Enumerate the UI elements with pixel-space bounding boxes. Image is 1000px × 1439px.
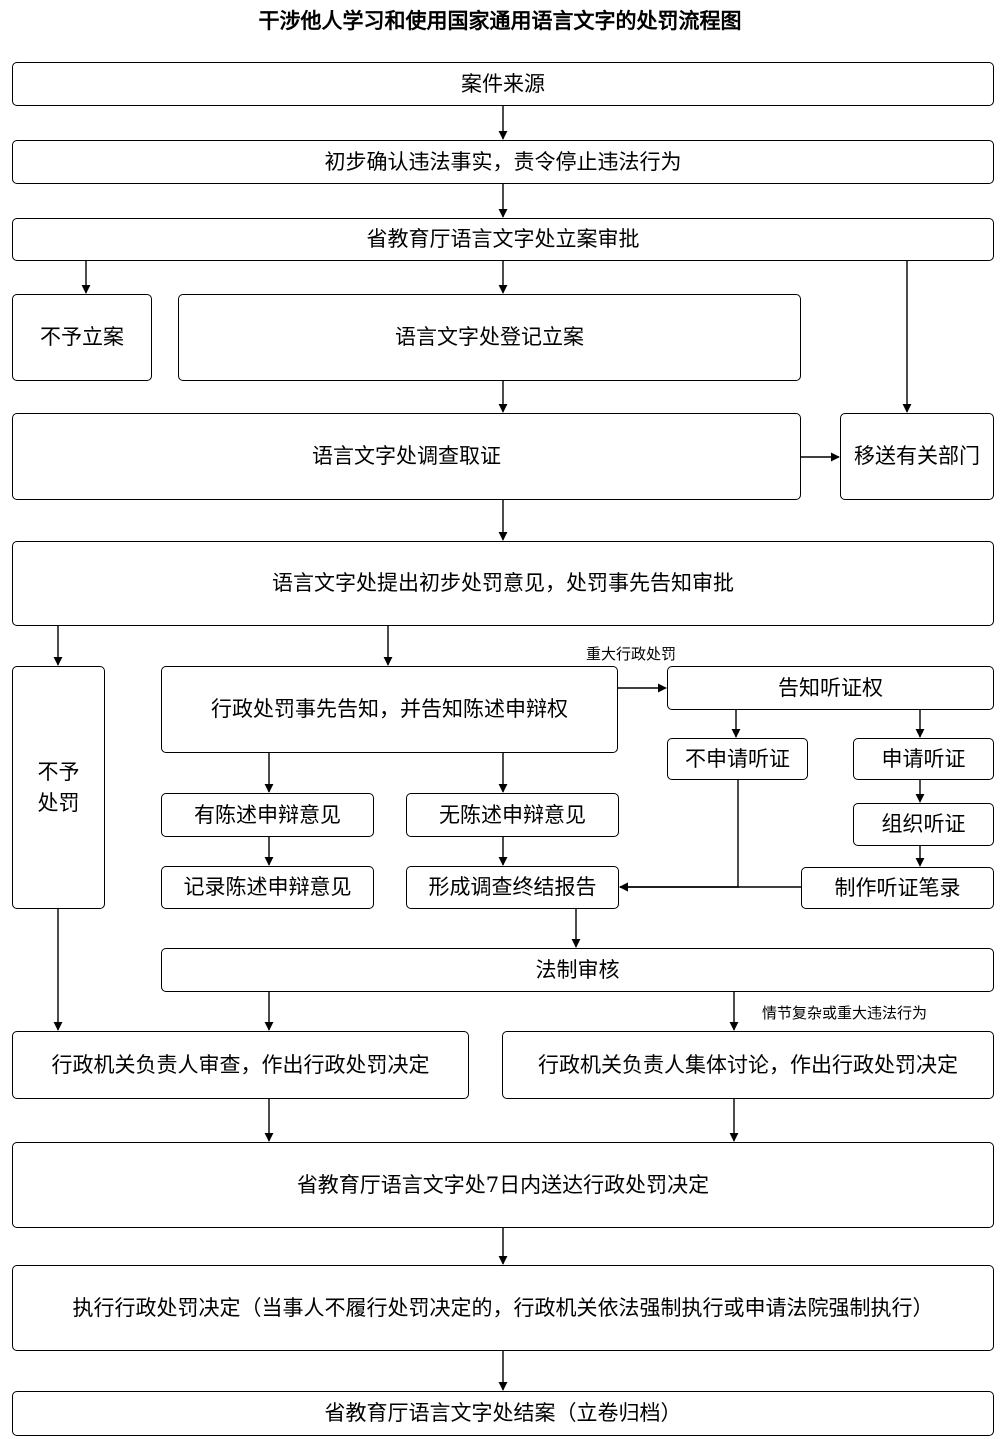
no-statement-box: 无陈述申辩意见 — [406, 793, 619, 837]
organize-hearing-box: 组织听证 — [853, 803, 994, 846]
investigate-box: 语言文字处调查取证 — [12, 413, 801, 500]
register-filing-box: 语言文字处登记立案 — [178, 294, 801, 381]
close-case-box: 省教育厅语言文字处结案（立卷归档） — [12, 1391, 994, 1436]
has-statement-box: 有陈述申辩意见 — [161, 793, 374, 837]
final-report-box: 形成调查终结报告 — [406, 866, 619, 909]
no-hearing-box: 不申请听证 — [667, 738, 808, 780]
hearing-record-box: 制作听证笔录 — [801, 867, 994, 909]
preliminary-opinion-box: 语言文字处提出初步处罚意见，处罚事先告知审批 — [12, 541, 994, 626]
deliver-decision-box: 省教育厅语言文字处7日内送达行政处罚决定 — [12, 1142, 994, 1228]
legal-review-box: 法制审核 — [161, 948, 994, 992]
collective-decision-box: 行政机关负责人集体讨论，作出行政处罚决定 — [502, 1031, 994, 1099]
execute-decision-box: 执行行政处罚决定（当事人不履行处罚决定的，行政机关依法强制执行或申请法院强制执行… — [12, 1265, 994, 1351]
major-penalty-note: 重大行政处罚 — [586, 645, 677, 663]
apply-hearing-box: 申请听证 — [853, 738, 994, 780]
hearing-right-box: 告知听证权 — [667, 666, 994, 710]
transfer-box: 移送有关部门 — [840, 413, 994, 500]
case-source-box: 案件来源 — [12, 62, 994, 106]
filing-approval-box: 省教育厅语言文字处立案审批 — [12, 218, 994, 261]
prior-notice-box: 行政处罚事先告知，并告知陈述申辩权 — [161, 666, 618, 753]
initial-confirm-box: 初步确认违法事实，责令停止违法行为 — [12, 140, 994, 184]
record-statement-box: 记录陈述申辩意见 — [161, 866, 374, 909]
no-filing-box: 不予立案 — [12, 294, 152, 381]
head-decision-box: 行政机关负责人审查，作出行政处罚决定 — [12, 1031, 469, 1099]
complex-case-note: 情节复杂或重大违法行为 — [762, 1004, 928, 1022]
no-penalty-box: 不予处罚 — [12, 666, 105, 909]
diagram-title: 干涉他人学习和使用国家通用语言文字的处罚流程图 — [258, 8, 742, 33]
